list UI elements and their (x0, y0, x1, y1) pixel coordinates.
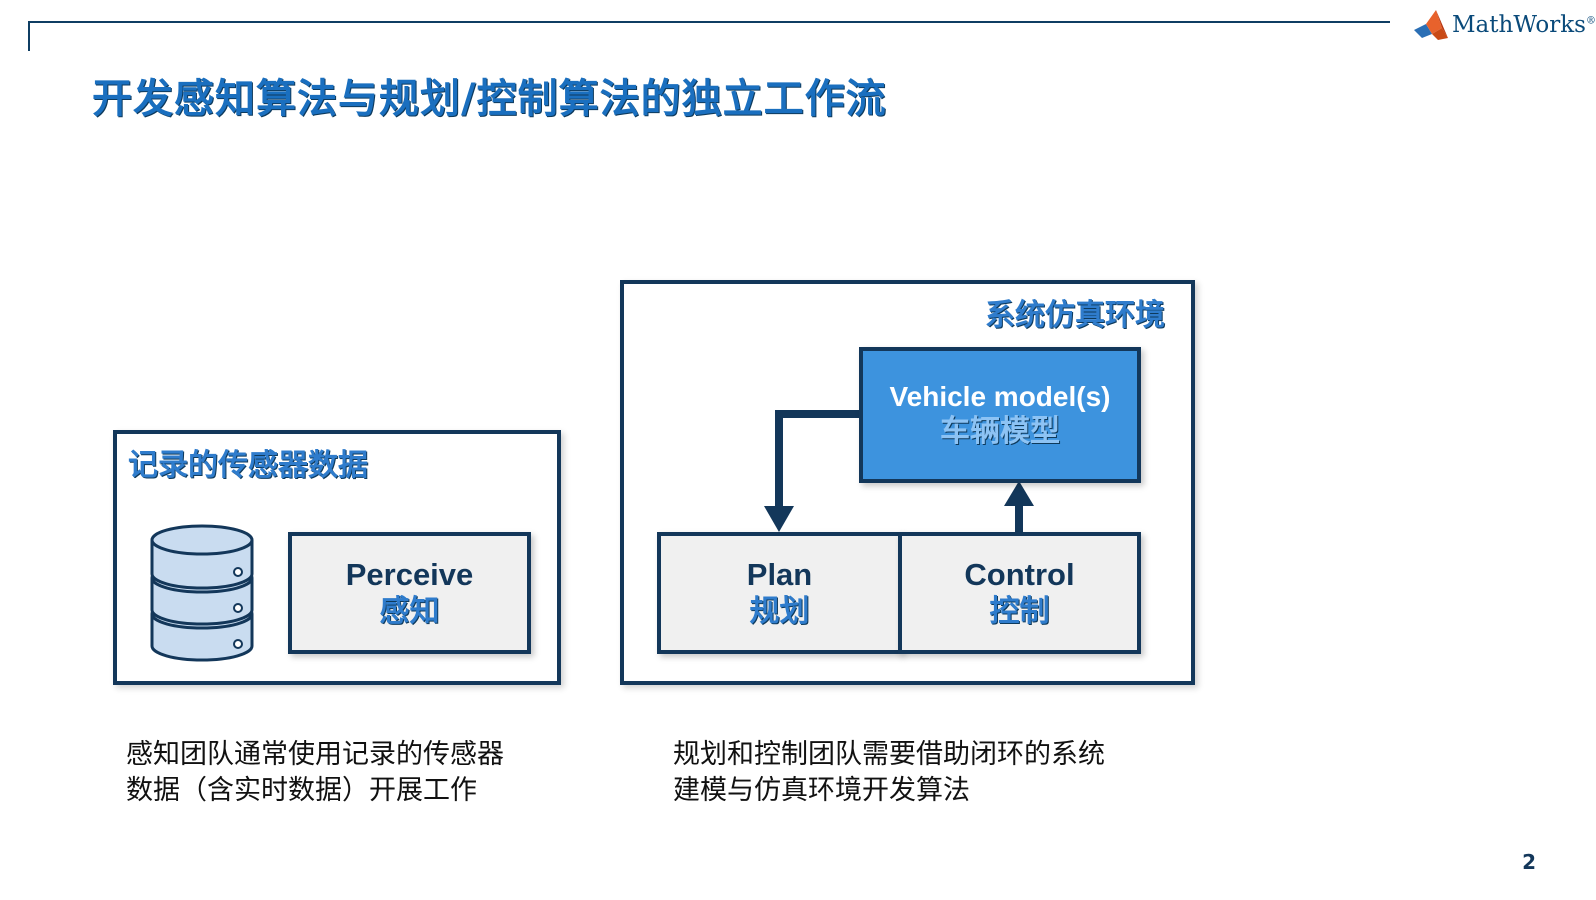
membrane-logo-icon (1414, 10, 1448, 40)
perceive-label: Perceive (345, 557, 474, 593)
control-label: Control (964, 557, 1075, 593)
vehicle-model-label: Vehicle model(s) (889, 381, 1111, 413)
perception-caption-line-2: 数据（含实时数据）开展工作 (126, 775, 477, 806)
planning-caption: 规划和控制团队需要借助闭环的系统 建模与仿真环境开发算法 (673, 737, 1105, 809)
database-icon (150, 524, 254, 662)
header-rule (28, 21, 1390, 23)
header-rule-tick (28, 21, 30, 51)
recorded-sensor-data-label: 记录的传感器数据 (128, 448, 368, 483)
perceive-label-zh: 感知 (379, 593, 440, 629)
vehicle-arrowhead (1004, 481, 1034, 506)
plan-block: Plan 规划 (657, 532, 902, 654)
perception-caption-line-1: 感知团队通常使用记录的传感器 (126, 739, 504, 770)
vehicle-model-label-zh: 车辆模型 (940, 413, 1060, 449)
perceive-block: Perceive 感知 (288, 532, 531, 654)
control-block: Control 控制 (898, 532, 1141, 654)
page-title: 开发感知算法与规划/控制算法的独立工作流 (92, 76, 887, 122)
mathworks-logo: MathWorks® (1412, 8, 1596, 42)
planning-caption-line-1: 规划和控制团队需要借助闭环的系统 (673, 739, 1105, 770)
simulation-environment-label: 系统仿真环境 (985, 298, 1165, 333)
plan-arrowhead (764, 506, 794, 532)
perception-caption: 感知团队通常使用记录的传感器 数据（含实时数据）开展工作 (126, 737, 504, 809)
plan-label: Plan (746, 557, 813, 593)
plan-label-zh: 规划 (749, 593, 810, 629)
page-number: 2 (1522, 850, 1536, 874)
control-label-zh: 控制 (989, 593, 1050, 629)
logo-wordmark: MathWorks® (1452, 12, 1596, 38)
planning-caption-line-2: 建模与仿真环境开发算法 (673, 775, 970, 806)
vehicle-model-block: Vehicle model(s) 车辆模型 (859, 347, 1141, 483)
vehicle-to-plan-arrow (775, 410, 862, 510)
